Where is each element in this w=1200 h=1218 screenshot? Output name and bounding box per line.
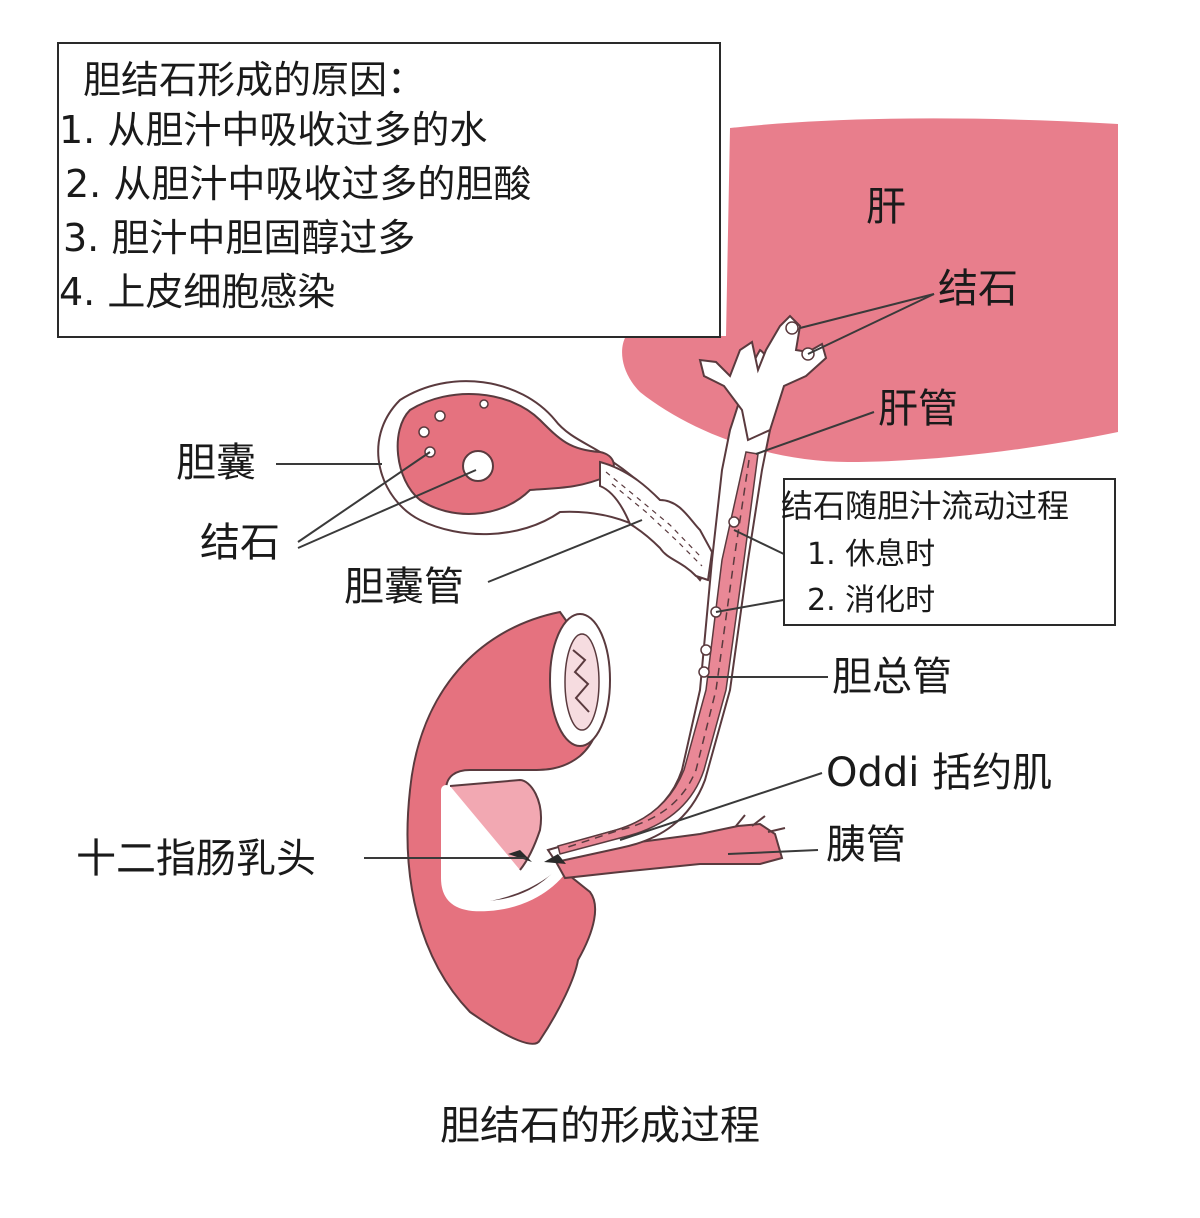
- flow-item-rest: 1. 休息时: [807, 537, 936, 572]
- gallbladder-stone: [479, 399, 489, 409]
- cause-item: 2. 从胆汁中吸收过多的胆酸: [65, 162, 532, 206]
- papilla-arrow: [544, 854, 566, 864]
- label-liver: 肝: [866, 184, 906, 230]
- label-liver-stones: 结石: [938, 266, 1018, 312]
- diagram-caption: 胆结石的形成过程: [440, 1103, 760, 1149]
- duct-stone: [728, 516, 740, 528]
- duct-stone: [700, 644, 712, 656]
- cause-item: 3. 胆汁中胆固醇过多: [63, 216, 416, 260]
- causes-box: 胆结石形成的原因： 1. 从胆汁中吸收过多的水 2. 从胆汁中吸收过多的胆酸 3…: [57, 42, 721, 338]
- label-cystic-duct: 胆囊管: [344, 564, 464, 610]
- bile-duct-lumen: [557, 451, 759, 855]
- pancreatic-duct-shape: [553, 822, 784, 880]
- label-common-bile-duct: 胆总管: [832, 654, 952, 700]
- label-pancreatic-duct: 胰管: [826, 822, 906, 868]
- bile-duct-outer: [546, 348, 776, 864]
- label-oddi-sphincter: Oddi 括约肌: [826, 750, 1053, 796]
- duct-stone: [698, 666, 710, 678]
- leader-lines: [276, 293, 935, 859]
- duodenal-wall-inner: [449, 778, 542, 871]
- duct-stone: [785, 321, 799, 335]
- cystic-duct-shape: [599, 460, 714, 582]
- label-gallbladder: 胆囊: [176, 440, 256, 486]
- label-gallbladder-stones: 结石: [200, 520, 280, 566]
- gallbladder-stone: [462, 450, 494, 482]
- gallbladder-stone: [434, 410, 446, 422]
- flow-item-digest: 2. 消化时: [807, 583, 936, 618]
- flow-box: 结石随胆汁流动过程 1. 休息时 2. 消化时: [781, 478, 1116, 626]
- cause-item: 1. 从胆汁中吸收过多的水: [59, 108, 488, 152]
- cause-item: 4. 上皮细胞感染: [59, 270, 336, 314]
- flow-title: 结石随胆汁流动过程: [781, 487, 1070, 525]
- label-hepatic-duct: 肝管: [878, 386, 958, 432]
- duodenal-wall: [441, 785, 565, 912]
- gallbladder-stone: [418, 426, 430, 438]
- label-duodenal-papilla: 十二指肠乳头: [76, 836, 316, 882]
- duodenum-shape: [406, 610, 602, 1045]
- hepatic-duct-branches: [698, 314, 828, 442]
- causes-title: 胆结石形成的原因：: [83, 58, 426, 102]
